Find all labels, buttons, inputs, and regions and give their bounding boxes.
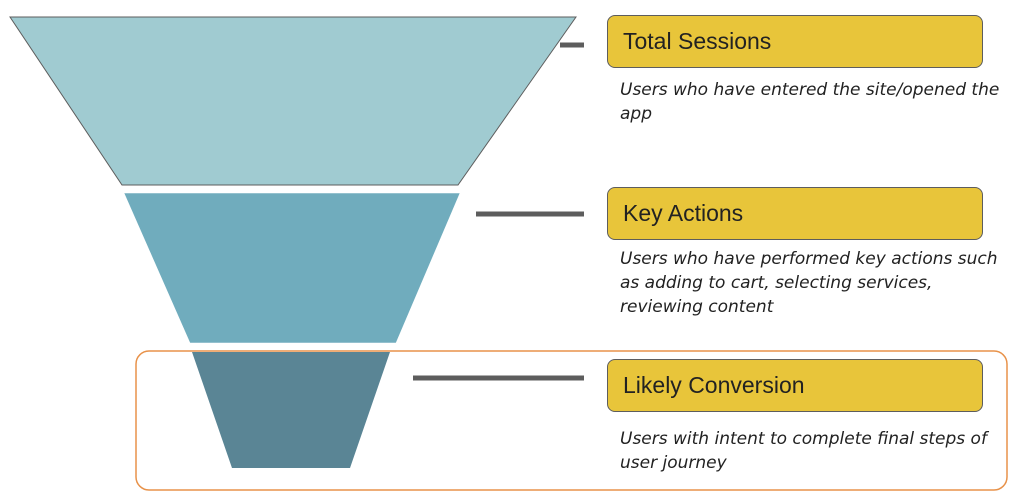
stage-label-text: Key Actions xyxy=(623,200,744,226)
funnel-segment-likely-conversion xyxy=(192,352,390,468)
highlight-box-likely-conversion xyxy=(135,350,1008,491)
funnel-segment-total-sessions xyxy=(9,16,577,186)
stage-description-likely-conversion: Users with intent to complete final step… xyxy=(620,429,987,473)
stage-label-text: Likely Conversion xyxy=(623,372,805,398)
stage-label-total-sessions: Total Sessions xyxy=(607,15,983,68)
stage-label-key-actions: Key Actions xyxy=(607,187,983,240)
stage-label-likely-conversion: Likely Conversion xyxy=(607,359,983,412)
stage-description-key-actions: Users who have performed key actions suc… xyxy=(620,249,998,317)
funnel-segment-key-actions xyxy=(123,192,461,344)
stage-label-text: Total Sessions xyxy=(623,28,772,54)
stage-description-total-sessions: Users who have entered the site/opened t… xyxy=(620,80,1000,124)
